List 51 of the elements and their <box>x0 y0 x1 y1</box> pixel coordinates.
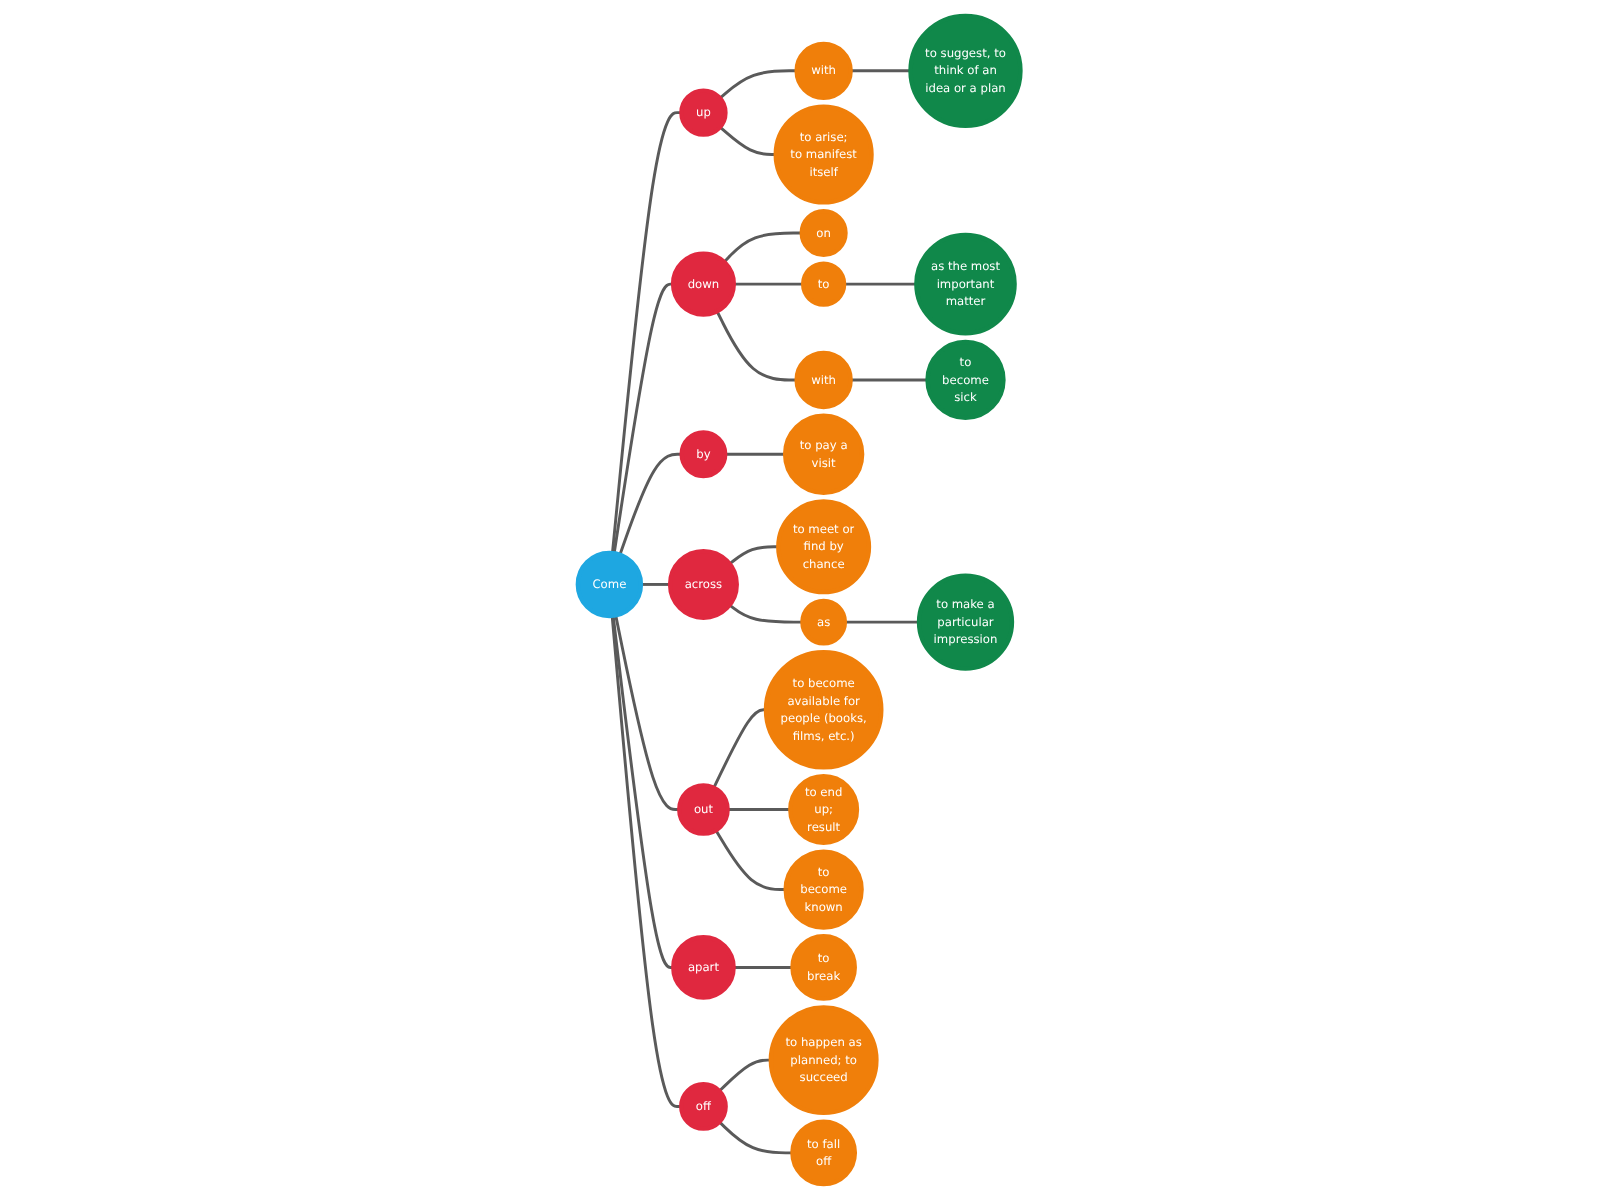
node-circle <box>680 88 729 137</box>
connector <box>611 111 683 554</box>
connector <box>851 378 929 382</box>
connector <box>713 708 767 789</box>
connector <box>845 620 920 624</box>
node-circle <box>668 548 740 620</box>
node-circle <box>909 13 1024 128</box>
node-circle <box>576 550 644 619</box>
node-circle <box>917 573 1015 671</box>
connector <box>611 615 683 1108</box>
node-circle <box>774 104 875 205</box>
connector <box>844 282 918 286</box>
connector <box>715 829 787 892</box>
node-circle <box>915 232 1018 336</box>
connector <box>734 966 794 969</box>
connector <box>851 69 912 73</box>
connector <box>719 69 798 100</box>
connector <box>641 583 671 586</box>
node-circle <box>791 934 858 1001</box>
node-circle <box>679 1082 729 1131</box>
node-circle <box>776 499 872 595</box>
connector <box>619 452 683 556</box>
connector <box>734 282 804 286</box>
node-circle <box>769 1005 880 1116</box>
node-circle <box>783 413 866 495</box>
connector <box>719 1058 772 1093</box>
connector <box>728 808 792 811</box>
node-circle <box>671 935 737 1000</box>
node-circle <box>801 598 848 646</box>
connector <box>719 126 777 156</box>
node-circle <box>677 783 731 836</box>
connector <box>719 1120 794 1155</box>
node-circle <box>764 649 885 770</box>
node-circle <box>680 430 729 479</box>
node-circle <box>800 208 849 258</box>
node-circle <box>795 350 854 410</box>
node-circle <box>801 261 848 307</box>
node-circle <box>784 849 865 930</box>
connector <box>729 545 780 566</box>
connector <box>615 615 681 811</box>
connector <box>729 603 804 624</box>
connector <box>724 231 803 263</box>
node-circle <box>791 1119 858 1187</box>
connector <box>613 282 674 554</box>
connector <box>612 615 675 969</box>
connector <box>716 310 798 382</box>
node-circle <box>788 774 860 846</box>
node-circle <box>795 41 854 101</box>
node-circle <box>671 251 737 317</box>
connector <box>726 452 786 456</box>
node-circle <box>926 339 1007 421</box>
